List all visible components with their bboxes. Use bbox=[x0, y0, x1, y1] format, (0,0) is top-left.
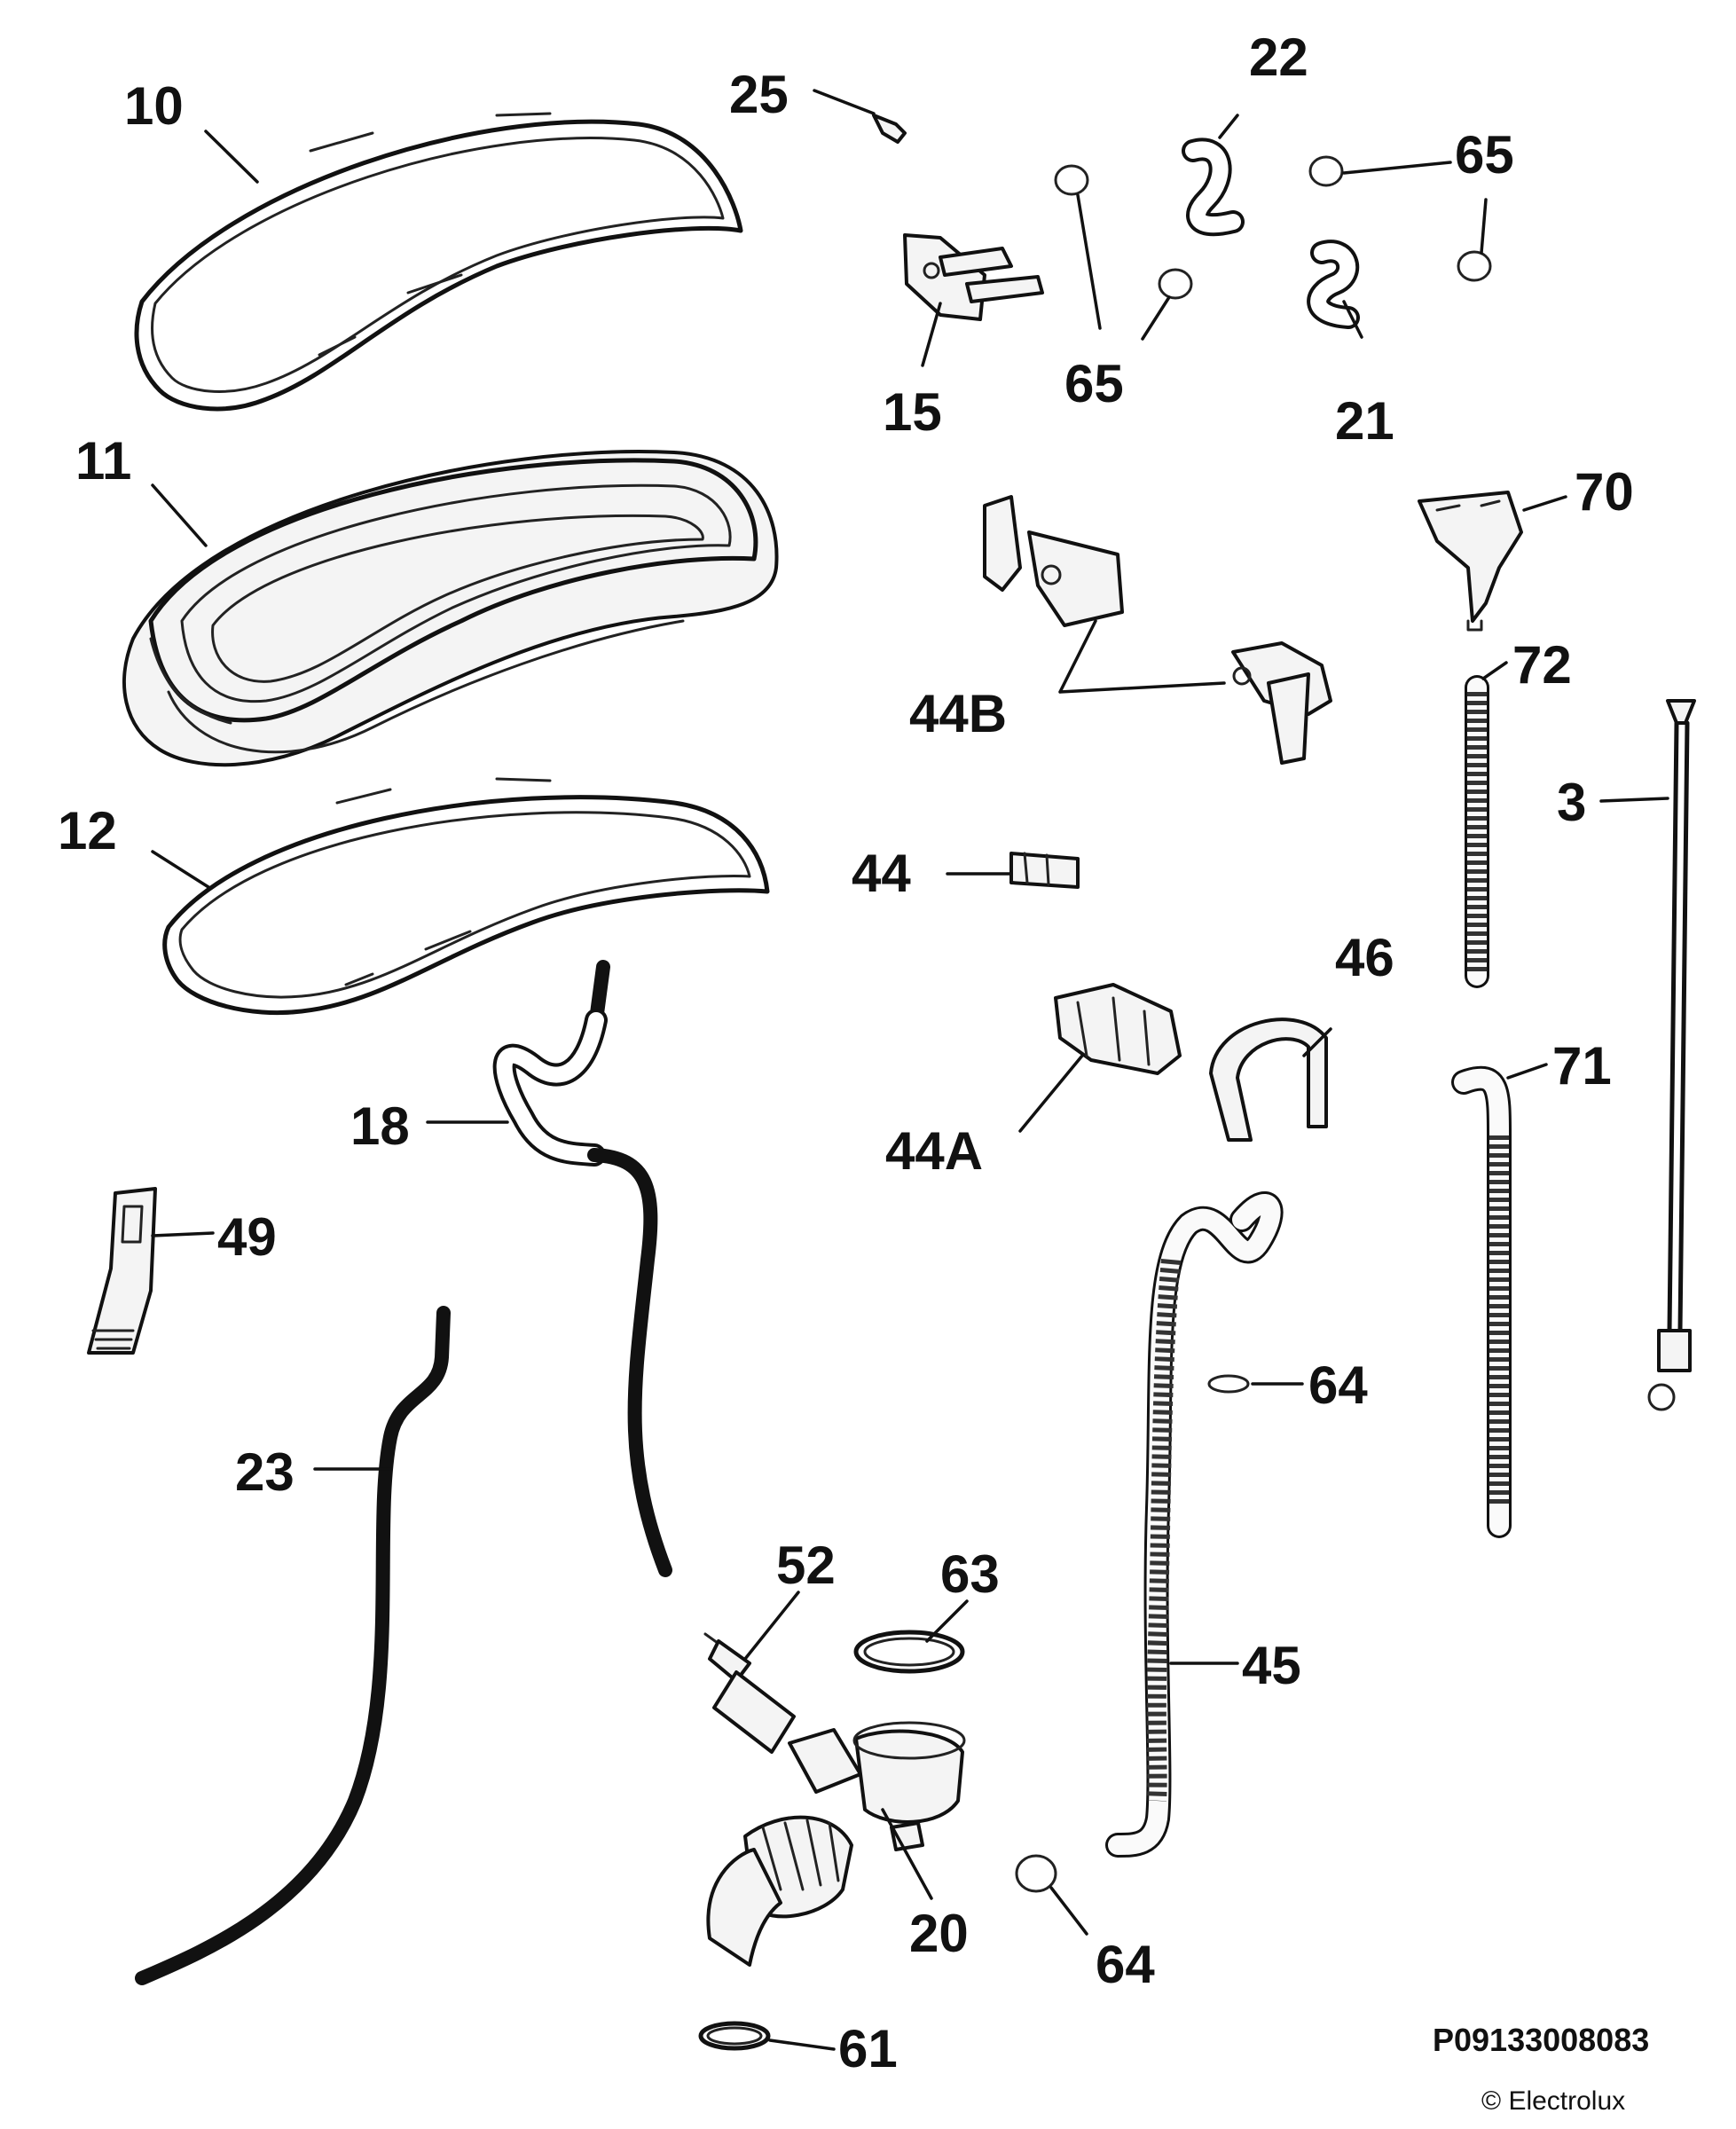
drawing-code: P09133008083 bbox=[1433, 2022, 1649, 2058]
part-45-long-hose bbox=[1105, 1191, 1284, 1858]
part-44b-bracket-1 bbox=[983, 495, 1124, 627]
label-part-21: 21 bbox=[1335, 391, 1394, 451]
label-part-64-b: 64 bbox=[1096, 1935, 1155, 1994]
label-part-12: 12 bbox=[58, 801, 117, 860]
part-63-clamp-ring bbox=[853, 1630, 965, 1674]
part-44a-bracket bbox=[1054, 983, 1182, 1075]
part-25-plug bbox=[872, 114, 907, 144]
label-part-71: 71 bbox=[1552, 1036, 1612, 1096]
part-65-clamp-4 bbox=[1457, 250, 1492, 282]
label-part-70: 70 bbox=[1575, 462, 1634, 522]
label-part-25: 25 bbox=[729, 65, 789, 124]
part-22-elbow-hose bbox=[1182, 137, 1245, 237]
part-21-elbow-hose bbox=[1307, 240, 1360, 329]
label-part-3: 3 bbox=[1557, 773, 1586, 832]
label-part-64-a: 64 bbox=[1308, 1355, 1368, 1415]
part-70-housing bbox=[1418, 491, 1523, 632]
label-part-15: 15 bbox=[883, 382, 942, 442]
label-part-18: 18 bbox=[350, 1096, 410, 1156]
part-65-clamp-2 bbox=[1158, 268, 1193, 300]
part-20-sump-hose bbox=[706, 1721, 966, 1967]
label-part-22: 22 bbox=[1249, 27, 1308, 87]
part-71-bent-hose bbox=[1451, 1065, 1512, 1538]
part-65-clamp-1 bbox=[1054, 164, 1089, 196]
label-part-44b: 44B bbox=[909, 684, 1007, 743]
label-part-46: 46 bbox=[1335, 928, 1394, 987]
label-part-72: 72 bbox=[1512, 635, 1572, 695]
part-52-sensor bbox=[703, 1632, 796, 1754]
part-64-clamp-lower bbox=[1015, 1854, 1057, 1893]
label-part-11: 11 bbox=[75, 431, 131, 491]
part-44b-bracket-2 bbox=[1231, 641, 1332, 765]
part-12-seal-ring bbox=[162, 777, 770, 1016]
label-part-65-a: 65 bbox=[1064, 354, 1124, 413]
label-part-45: 45 bbox=[1242, 1636, 1301, 1695]
label-part-23: 23 bbox=[235, 1442, 295, 1502]
label-part-44a: 44A bbox=[885, 1121, 983, 1181]
label-part-10: 10 bbox=[124, 76, 184, 136]
part-65-clamp-3 bbox=[1308, 155, 1344, 187]
part-11-door-gasket bbox=[122, 450, 779, 767]
part-15-valve bbox=[903, 233, 1044, 321]
part-49-filter bbox=[87, 1187, 157, 1355]
label-part-63: 63 bbox=[940, 1544, 1000, 1604]
part-64-clamp-upper bbox=[1207, 1374, 1250, 1394]
part-23-drain-hose bbox=[135, 1306, 451, 1985]
label-part-52: 52 bbox=[776, 1536, 836, 1595]
label-part-65-b: 65 bbox=[1455, 125, 1514, 185]
part-46-u-clip bbox=[1209, 1017, 1328, 1142]
part-10-seal-ring bbox=[134, 112, 743, 412]
part-labels: 10 11 12 18 49 23 25 15 65 22 21 65 70 4… bbox=[58, 27, 1634, 2078]
part-44-clip bbox=[1009, 852, 1080, 889]
part-18-hose bbox=[492, 960, 672, 1577]
leader-lines bbox=[151, 89, 1669, 2051]
part-3-rod bbox=[1647, 699, 1696, 1411]
label-part-49: 49 bbox=[217, 1207, 277, 1267]
label-part-20: 20 bbox=[909, 1904, 969, 1963]
label-part-44: 44 bbox=[852, 844, 911, 903]
copyright-notice: © Electrolux bbox=[1481, 2086, 1625, 2116]
label-part-61: 61 bbox=[838, 2019, 898, 2078]
part-61-clamp bbox=[698, 2021, 771, 2051]
